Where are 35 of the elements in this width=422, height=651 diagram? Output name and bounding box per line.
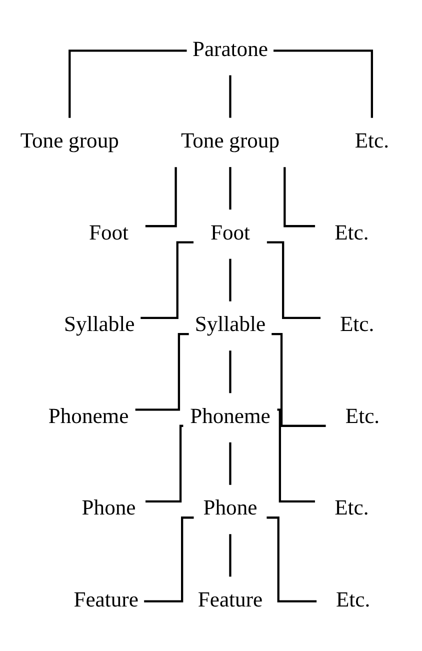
- node-text: Foot: [210, 220, 250, 244]
- connector: [229, 350, 232, 393]
- connector: [229, 166, 232, 210]
- node-text: Tone group: [180, 128, 280, 152]
- connector: [146, 424, 184, 502]
- node-text: Etc.: [345, 403, 380, 428]
- node-text: Tone group: [20, 128, 119, 152]
- node-text: Syllable: [194, 312, 266, 336]
- connector: [145, 166, 177, 227]
- node-text: Phoneme: [48, 403, 129, 428]
- node-text: Foot: [88, 220, 129, 244]
- connector: [135, 332, 189, 410]
- connector: [272, 332, 326, 426]
- node-text: Phone: [82, 495, 136, 520]
- node-text: Etc.: [334, 495, 369, 520]
- connector: [68, 49, 187, 118]
- node-text: Paratone: [192, 36, 268, 60]
- connector: [277, 408, 315, 502]
- connector: [229, 74, 232, 118]
- connector: [266, 516, 317, 602]
- node-text: Etc.: [334, 220, 369, 244]
- node-text: Etc.: [336, 586, 370, 611]
- node-text: Syllable: [64, 312, 135, 336]
- connector: [229, 258, 232, 301]
- connector: [274, 49, 374, 118]
- node-text: Etc.: [354, 128, 390, 152]
- node-text: Phoneme: [190, 403, 270, 428]
- connector: [284, 166, 316, 227]
- node-text: Feature: [74, 586, 138, 611]
- node-text: Feature: [198, 586, 263, 611]
- node-text: Phone: [203, 495, 258, 520]
- node-text: Etc.: [340, 312, 374, 336]
- connector: [229, 442, 232, 484]
- connector: [229, 534, 232, 576]
- connector: [144, 516, 194, 602]
